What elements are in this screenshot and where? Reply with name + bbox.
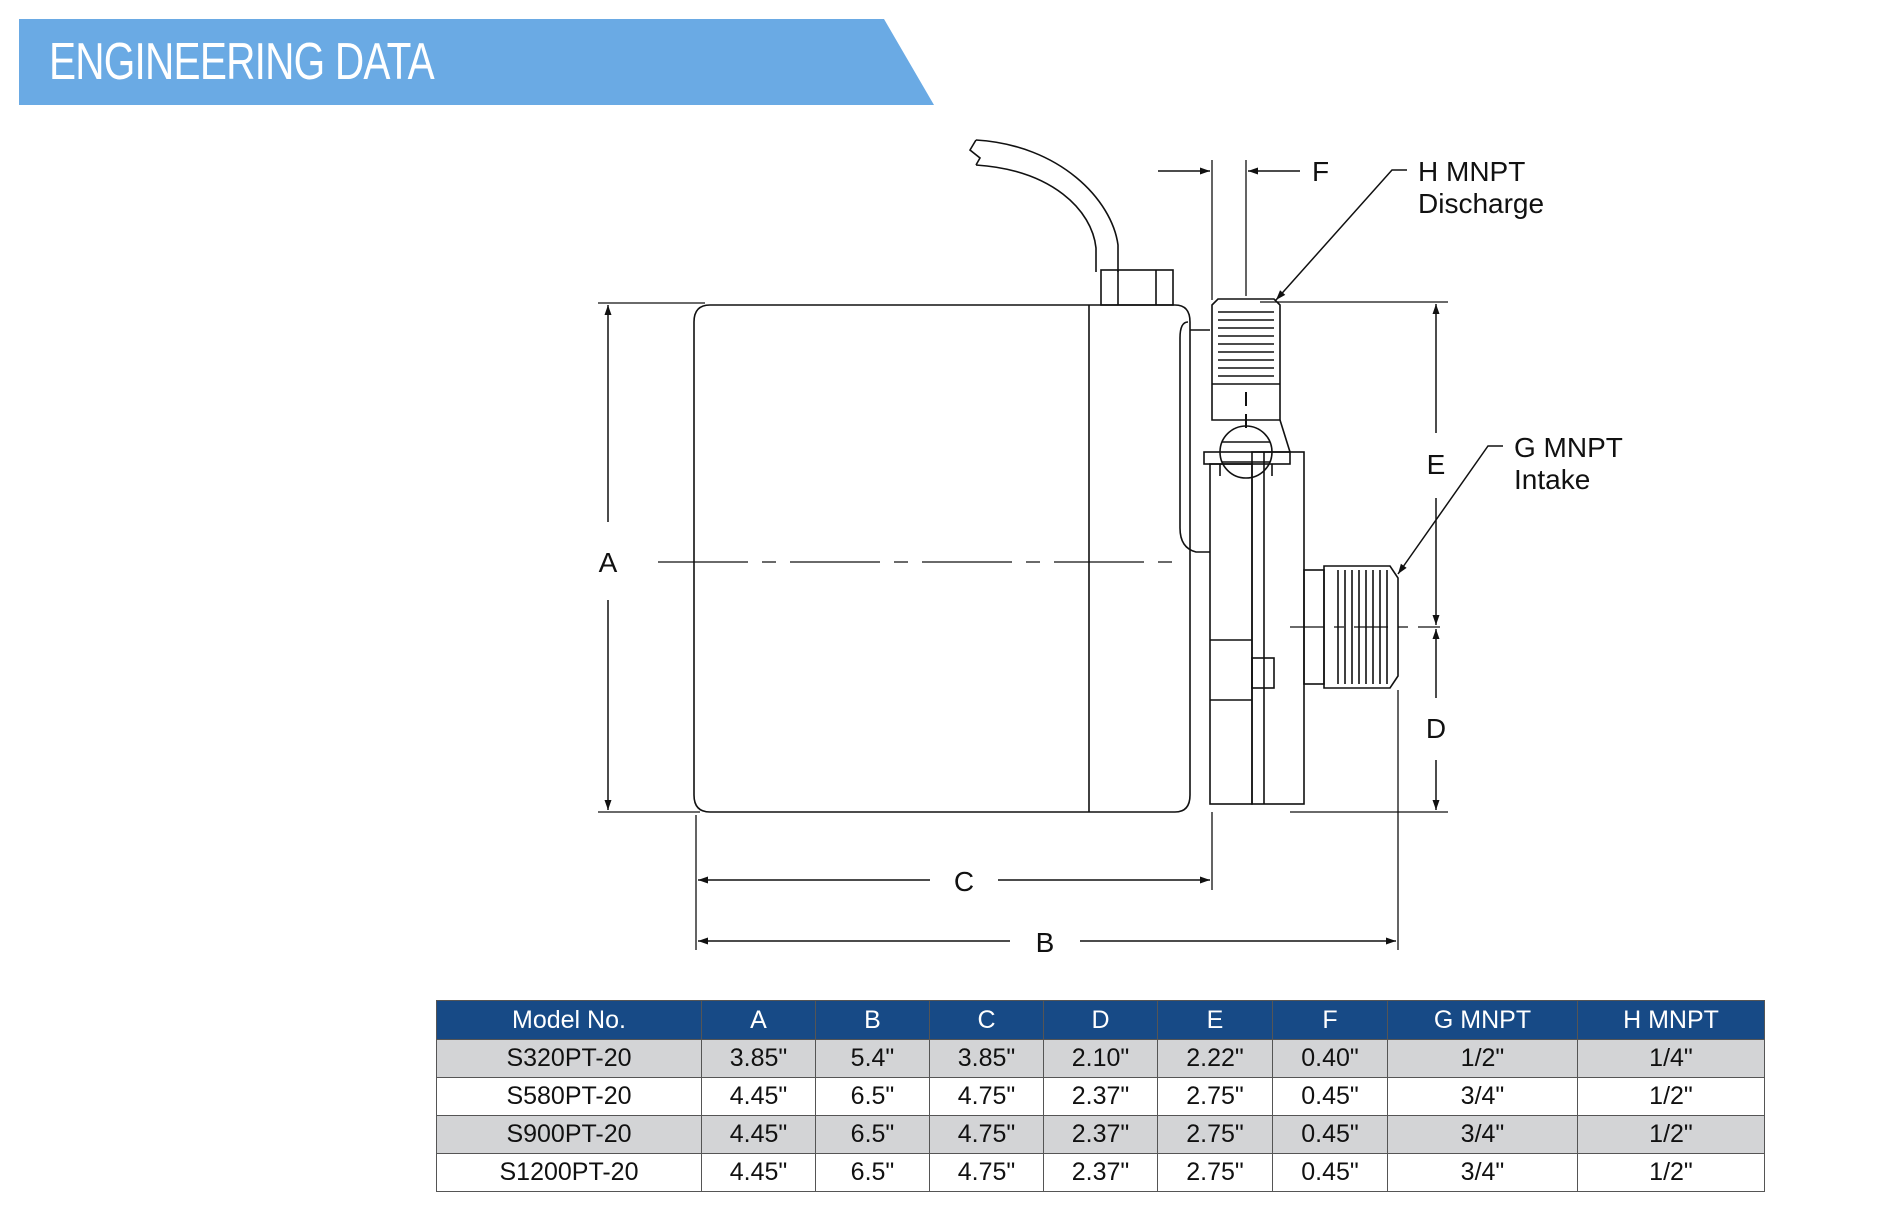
cell-d: 2.37"	[1043, 1153, 1158, 1192]
clamp-nut	[1203, 419, 1291, 479]
label-f: F	[1312, 156, 1329, 187]
cell-g-mnpt: 1/2"	[1387, 1039, 1578, 1078]
leader-lines	[1275, 169, 1503, 575]
power-cable	[968, 139, 1174, 306]
cell-model: S320PT-20	[436, 1039, 702, 1078]
cell-d: 2.37"	[1043, 1115, 1158, 1154]
table-row: S900PT-20 4.45" 6.5" 4.75" 2.37" 2.75" 0…	[436, 1115, 1765, 1154]
column-header-e: E	[1157, 1000, 1273, 1040]
column-header-c: C	[929, 1000, 1044, 1040]
label-intake: Intake	[1514, 464, 1590, 495]
cell-f: 0.45"	[1272, 1077, 1388, 1116]
cell-model: S1200PT-20	[436, 1153, 702, 1192]
centerlines	[658, 561, 1440, 628]
label-g-mnpt: G MNPT	[1514, 432, 1623, 463]
dimension-labels: A E D C B F H MNPT Discharge G MNPT Inta…	[599, 156, 1623, 958]
label-e: E	[1427, 449, 1446, 480]
cell-a: 4.45"	[701, 1115, 816, 1154]
column-header-a: A	[701, 1000, 816, 1040]
cell-b: 6.5"	[815, 1077, 930, 1116]
label-b: B	[1036, 927, 1055, 958]
cell-f: 0.45"	[1272, 1153, 1388, 1192]
cell-e: 2.75"	[1157, 1077, 1273, 1116]
cell-h-mnpt: 1/4"	[1577, 1039, 1765, 1078]
cell-b: 6.5"	[815, 1153, 930, 1192]
cell-c: 4.75"	[929, 1153, 1044, 1192]
motor-body	[693, 304, 1191, 813]
cell-c: 4.75"	[929, 1077, 1044, 1116]
discharge-fitting	[1211, 298, 1281, 428]
cell-h-mnpt: 1/2"	[1577, 1153, 1765, 1192]
dimension-lines	[604, 167, 1440, 945]
table-header-row: Model No. A B C D E F G MNPT H MNPT	[436, 1000, 1765, 1040]
extension-lines	[598, 160, 1448, 950]
cell-g-mnpt: 3/4"	[1387, 1153, 1578, 1192]
cell-f: 0.45"	[1272, 1115, 1388, 1154]
label-discharge: Discharge	[1418, 188, 1544, 219]
table-row: S1200PT-20 4.45" 6.5" 4.75" 2.37" 2.75" …	[436, 1153, 1765, 1192]
column-header-d: D	[1043, 1000, 1158, 1040]
cell-b: 6.5"	[815, 1115, 930, 1154]
label-d: D	[1426, 713, 1446, 744]
cell-f: 0.40"	[1272, 1039, 1388, 1078]
cell-a: 4.45"	[701, 1077, 816, 1116]
cell-c: 4.75"	[929, 1115, 1044, 1154]
cell-d: 2.10"	[1043, 1039, 1158, 1078]
label-a: A	[599, 547, 618, 578]
cell-a: 3.85"	[701, 1039, 816, 1078]
column-header-f: F	[1272, 1000, 1388, 1040]
section-banner: ENGINEERING DATA	[19, 19, 934, 105]
label-h-mnpt: H MNPT	[1418, 156, 1525, 187]
cell-model: S580PT-20	[436, 1077, 702, 1116]
cell-e: 2.75"	[1157, 1115, 1273, 1154]
column-header-b: B	[815, 1000, 930, 1040]
table-row: S320PT-20 3.85" 5.4" 3.85" 2.10" 2.22" 0…	[436, 1039, 1765, 1078]
page-title: ENGINEERING DATA	[49, 33, 435, 91]
cell-e: 2.22"	[1157, 1039, 1273, 1078]
cell-e: 2.75"	[1157, 1153, 1273, 1192]
cell-b: 5.4"	[815, 1039, 930, 1078]
cell-g-mnpt: 3/4"	[1387, 1077, 1578, 1116]
column-header-model: Model No.	[436, 1000, 702, 1040]
column-header-h-mnpt: H MNPT	[1577, 1000, 1765, 1040]
engineering-data-table: Model No. A B C D E F G MNPT H MNPT S320…	[436, 1000, 1765, 1192]
cell-h-mnpt: 1/2"	[1577, 1077, 1765, 1116]
cell-c: 3.85"	[929, 1039, 1044, 1078]
banner-shape	[19, 19, 934, 105]
cell-model: S900PT-20	[436, 1115, 702, 1154]
cell-d: 2.37"	[1043, 1077, 1158, 1116]
label-c: C	[954, 866, 974, 897]
cell-h-mnpt: 1/2"	[1577, 1115, 1765, 1154]
motor-bracket	[1179, 321, 1210, 553]
table-row: S580PT-20 4.45" 6.5" 4.75" 2.37" 2.75" 0…	[436, 1077, 1765, 1116]
column-header-g-mnpt: G MNPT	[1387, 1000, 1578, 1040]
cell-a: 4.45"	[701, 1153, 816, 1192]
cell-g-mnpt: 3/4"	[1387, 1115, 1578, 1154]
